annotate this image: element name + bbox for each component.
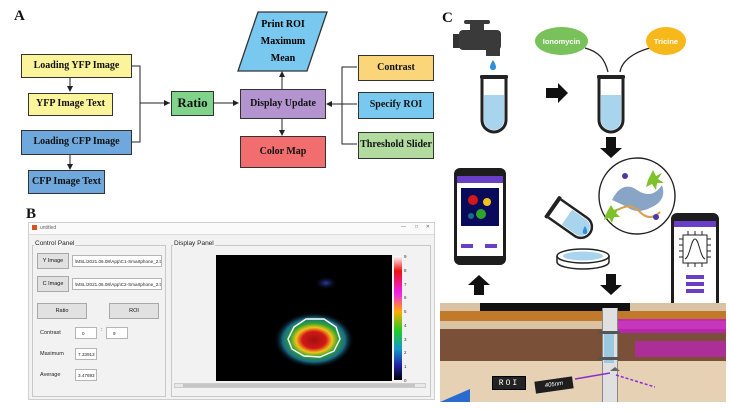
tricine-pill: Tricine	[646, 27, 686, 55]
ratio-image	[216, 255, 392, 381]
phone-right-btn2[interactable]	[686, 282, 704, 286]
loading-cfp-box: Loading CFP Image	[21, 130, 132, 155]
ratio-box: Ratio	[171, 91, 214, 116]
arrow-up-icon	[468, 275, 490, 295]
device-light-section	[440, 361, 726, 402]
gui-window: untitled — □ ✕ Control Panel Y Image \MS…	[28, 222, 435, 400]
maximum-value-field: 7.33913	[75, 348, 97, 360]
ionomycin-pill: Ionomycin	[535, 27, 588, 55]
arrow-right-icon	[546, 83, 568, 103]
phone-right	[671, 213, 719, 311]
c-image-button[interactable]: C Image	[37, 276, 69, 292]
test-tube-water-icon	[480, 75, 508, 134]
colorbar-tick-label: 2	[404, 350, 407, 356]
roi-display: ROI	[492, 376, 526, 390]
phone-left	[454, 168, 506, 265]
roi-button[interactable]: ROI	[109, 303, 159, 319]
y-image-path-field[interactable]: \MSL\2021.06.08\App\C1-Smartphone_2.tif	[72, 255, 162, 267]
display-panel-group	[171, 245, 431, 397]
phone-left-screen	[457, 176, 503, 256]
contrast-min-field[interactable]: 0	[75, 327, 97, 339]
device-lens-2	[598, 357, 620, 360]
close-icon[interactable]: ✕	[425, 224, 430, 230]
colorbar-tick-label: 7	[404, 281, 407, 287]
roi-display-text: ROI	[498, 378, 520, 388]
maximum-label: Maximum	[40, 351, 64, 357]
colorbar-tick-label: 3	[404, 336, 407, 342]
panel-b-label: B	[26, 206, 37, 222]
average-value-field: 3.47693	[75, 369, 97, 381]
contrast-label: Contrast	[40, 330, 61, 336]
maximize-icon[interactable]: □	[414, 224, 418, 230]
device-lens-1	[598, 331, 620, 334]
print-roi-line3: Mean	[270, 53, 296, 64]
c-image-path-field[interactable]: \MSL\2021.06.08\App\C2-Smartphone_2.tif	[72, 278, 162, 290]
arrow-down-icon-2	[600, 274, 622, 295]
threshold-slider-box: Threshold Slider	[358, 132, 434, 159]
colorbar-tick-label: 5	[404, 309, 407, 315]
device-magenta-bar	[635, 341, 726, 357]
molecule-bubble	[598, 157, 676, 235]
horizontal-scroll-thumb[interactable]	[183, 384, 415, 387]
matlab-icon	[32, 225, 37, 230]
colorbar-tick-label: 8	[404, 267, 407, 273]
display-update-box: Display Update	[240, 89, 326, 119]
arrow-down-icon-1	[600, 137, 622, 158]
ratio-button[interactable]: Ratio	[37, 303, 87, 319]
colorbar-tick-label: 1	[404, 364, 407, 370]
phone-right-chip-icon	[679, 231, 711, 267]
device-tube-liquid	[604, 333, 614, 363]
petri-dish-icon	[556, 248, 610, 270]
panel-c-label: C	[442, 10, 453, 26]
color-map-box: Color Map	[240, 136, 326, 168]
device-photo: ROI 405nm	[440, 303, 726, 402]
print-roi-text: Print ROI Maximum Mean	[248, 16, 318, 67]
print-roi-line2: Maximum	[260, 36, 306, 47]
contrast-colon: :	[101, 327, 103, 333]
minimize-icon[interactable]: —	[401, 224, 406, 230]
arrow-yfp-ratio	[132, 65, 170, 104]
cfp-text-box: CFP Image Text	[28, 170, 105, 194]
laser-beam	[574, 367, 656, 388]
contrast-max-field[interactable]: 9	[106, 327, 128, 339]
colorbar-tick-label: 9	[404, 254, 407, 259]
phone-left-heatmap	[461, 188, 499, 226]
phone-left-btn2[interactable]	[485, 244, 497, 248]
window-titlebar: untitled — □ ✕	[29, 223, 434, 235]
colorbar-ticks: 9 8 7 6 5 4 3 2 1 0	[404, 254, 416, 383]
protein-structure-icon	[604, 170, 664, 223]
average-label: Average	[40, 372, 61, 378]
phone-right-appbar	[674, 221, 716, 227]
loading-yfp-box: Loading YFP Image	[21, 54, 132, 78]
display-panel-title: Display Panel	[173, 240, 215, 247]
control-panel-group	[32, 245, 166, 397]
y-image-button[interactable]: Y Image	[37, 253, 69, 269]
panel-a-label: A	[14, 8, 25, 24]
window-title: untitled	[40, 225, 57, 231]
arrow-cfp-ratio	[132, 103, 141, 143]
colorbar-tick-label: 6	[404, 295, 407, 301]
colorbar	[394, 256, 402, 380]
test-tube-mixture-icon	[597, 75, 625, 134]
colorbar-tick-label: 4	[404, 322, 407, 328]
print-roi-line1: Print ROI	[261, 19, 305, 30]
colorbar-tick-label: 0	[404, 378, 407, 383]
contrast-box: Contrast	[358, 55, 434, 81]
control-panel-title: Control Panel	[34, 240, 76, 247]
yfp-text-box: YFP Image Text	[28, 93, 113, 116]
phone-left-btn1[interactable]	[461, 244, 473, 248]
device-top-plate	[480, 303, 630, 313]
tilted-test-tube-icon	[544, 196, 594, 240]
phone-right-btn3[interactable]	[686, 289, 704, 293]
device-magenta-top	[618, 319, 726, 333]
device-top-board	[440, 311, 726, 321]
phone-right-btn1[interactable]	[686, 275, 704, 279]
phone-left-appbar	[457, 176, 503, 183]
horizontal-scrollbar[interactable]	[174, 383, 426, 388]
phone-right-screen	[674, 221, 716, 303]
specify-roi-box: Specify ROI	[358, 92, 434, 119]
faucet-icon	[453, 20, 501, 70]
